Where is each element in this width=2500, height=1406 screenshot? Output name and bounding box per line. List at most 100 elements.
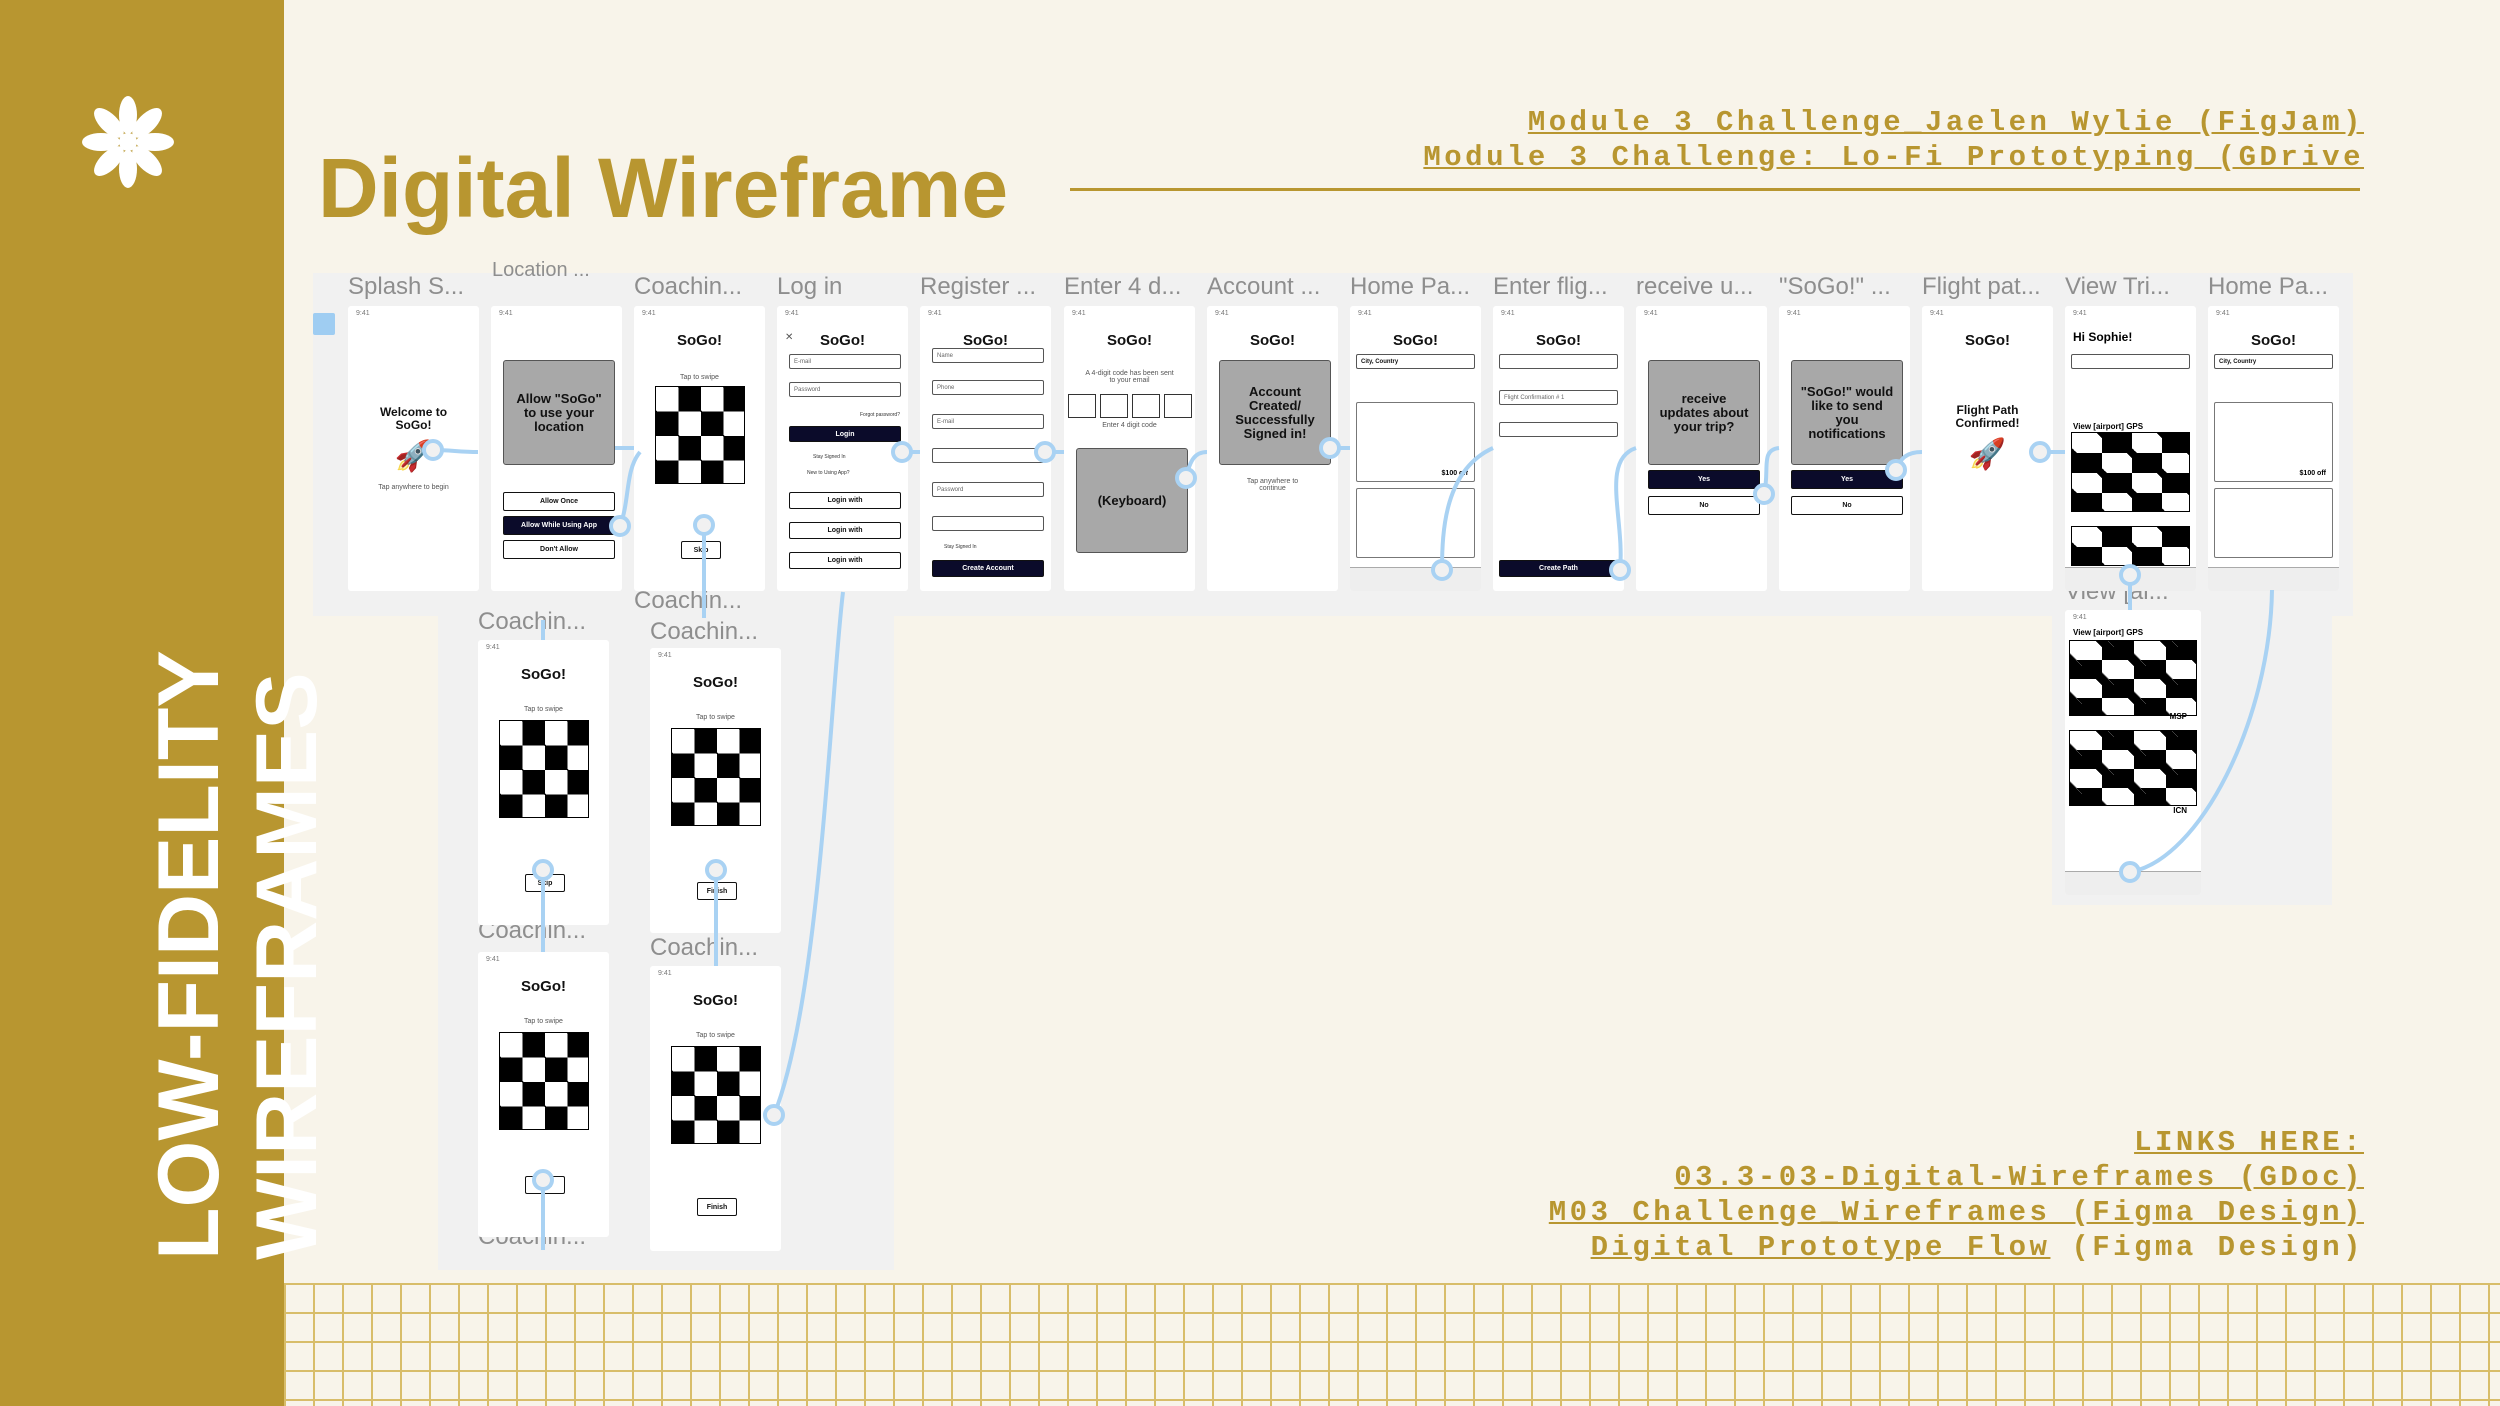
password-field[interactable]: Password bbox=[789, 382, 901, 397]
yes-button[interactable]: Yes bbox=[1648, 470, 1760, 489]
enter-code-label: Enter 4 digit code bbox=[1102, 422, 1157, 429]
account-created-message: Account Created/ Successfully Signed in! bbox=[1219, 360, 1331, 465]
password-field[interactable]: Password bbox=[932, 482, 1044, 497]
flight-confirmation-field[interactable]: Flight Confirmation # 1 bbox=[1499, 390, 1618, 405]
rocket-icon: 🚀 bbox=[1968, 438, 2007, 471]
page-title: Digital Wireframe bbox=[318, 141, 1009, 235]
title-rule bbox=[1070, 188, 2360, 191]
frame-receive-updates[interactable]: 9:41 receive updates about your trip? Ye… bbox=[1636, 306, 1767, 591]
yes-button[interactable]: Yes bbox=[1791, 470, 1903, 489]
login-button[interactable]: Login bbox=[789, 426, 901, 442]
status-time: 9:41 bbox=[2073, 310, 2087, 317]
status-time: 9:41 bbox=[356, 310, 370, 317]
search-bar[interactable]: City, Country bbox=[2214, 354, 2333, 369]
search-bar[interactable] bbox=[2071, 354, 2190, 369]
airport-code-icn: ICN bbox=[2173, 806, 2187, 815]
frame-view-gps[interactable]: 9:41 View [airport] GPS MSP ICN bbox=[2065, 610, 2201, 895]
frame-label: Location ... bbox=[492, 259, 590, 281]
email-field[interactable]: E-mail bbox=[789, 354, 901, 369]
create-path-button[interactable]: Create Path bbox=[1499, 560, 1618, 577]
forgot-password-link[interactable]: Forgot password? bbox=[859, 412, 900, 418]
skip-button[interactable]: Skip bbox=[525, 874, 565, 892]
prototype-start-icon[interactable] bbox=[313, 313, 335, 335]
bottom-nav bbox=[2065, 871, 2201, 895]
deal-card[interactable] bbox=[2214, 488, 2333, 558]
search-bar[interactable]: City, Country bbox=[1356, 354, 1475, 369]
image-placeholder bbox=[499, 720, 589, 818]
finish-button[interactable]: Finish bbox=[697, 1198, 737, 1216]
skip-button[interactable]: Skip bbox=[681, 541, 721, 559]
frame-coaching-4[interactable]: 9:41 SoGo! Tap to swipe Finish bbox=[650, 648, 781, 933]
finish-button[interactable]: Finish bbox=[697, 882, 737, 900]
phone-field[interactable]: Phone bbox=[932, 380, 1044, 395]
rocket-icon: 🚀 bbox=[394, 440, 433, 473]
stay-signed-in[interactable]: Stay Signed In bbox=[944, 544, 977, 550]
frame-view-trip[interactable]: 9:41 Hi Sophie! View [airport] GPS bbox=[2065, 306, 2196, 591]
deal-card[interactable]: $100 off bbox=[1356, 402, 1475, 482]
tap-to-swipe: Tap to swipe bbox=[696, 1032, 735, 1039]
reservation-field[interactable] bbox=[1499, 422, 1618, 437]
greeting: Hi Sophie! bbox=[2073, 330, 2133, 344]
frame-coaching-2[interactable]: 9:41 SoGo! Tap to swipe Skip bbox=[478, 640, 609, 925]
login-facebook-button[interactable]: Login with bbox=[789, 492, 901, 509]
dont-allow-button[interactable]: Don't Allow bbox=[503, 540, 615, 559]
sogo-logo: SoGo! bbox=[693, 992, 738, 1009]
deal-price: $100 off bbox=[1441, 470, 1468, 477]
frame-label: Coachin... bbox=[650, 618, 759, 645]
close-icon[interactable]: ✕ bbox=[785, 332, 794, 343]
frame-path-confirmed[interactable]: 9:41 SoGo! Flight Path Confirmed! 🚀 bbox=[1922, 306, 2053, 591]
frame-register[interactable]: 9:41 SoGo! Name Phone E-mail Password St… bbox=[920, 306, 1051, 591]
notifications-prompt: "SoGo!" would like to send you notificat… bbox=[1791, 360, 1903, 465]
link-prototype-row: Digital Prototype Flow (Figma Design) bbox=[1591, 1231, 2364, 1264]
link-prototype-flow[interactable]: Digital Prototype Flow bbox=[1590, 1231, 2051, 1264]
frame-coaching-3[interactable]: 9:41 SoGo! Tap to swipe Skip bbox=[478, 952, 609, 1237]
location-prompt: Allow "SoGo" to use your location bbox=[503, 360, 615, 465]
code-digit-box[interactable] bbox=[1132, 394, 1160, 418]
allow-while-using-button[interactable]: Allow While Using App bbox=[503, 516, 615, 535]
splash-subtitle: Tap anywhere to begin bbox=[378, 484, 449, 491]
code-digit-box[interactable] bbox=[1100, 394, 1128, 418]
sogo-logo: SoGo! bbox=[963, 332, 1008, 349]
link-gdrive[interactable]: Module 3 Challenge: Lo-Fi Prototyping (G… bbox=[1423, 141, 2364, 174]
email-field[interactable]: E-mail bbox=[932, 414, 1044, 429]
frame-coaching-5[interactable]: 9:41 SoGo! Tap to swipe Finish bbox=[650, 966, 781, 1251]
sogo-logo: SoGo! bbox=[521, 978, 566, 995]
frame-enter-flight[interactable]: 9:41 SoGo! Flight Confirmation # 1 Creat… bbox=[1493, 306, 1624, 591]
password-confirm-field[interactable] bbox=[932, 516, 1044, 531]
frame-location[interactable]: 9:41 Allow "SoGo" to use your location A… bbox=[491, 306, 622, 591]
sogo-logo: SoGo! bbox=[1393, 332, 1438, 349]
tap-to-swipe: Tap to swipe bbox=[524, 1018, 563, 1025]
frame-enter-code[interactable]: 9:41 SoGo! A 4-digit code has been sent … bbox=[1064, 306, 1195, 591]
login-apple-button[interactable]: Login with bbox=[789, 522, 901, 539]
stay-signed-in[interactable]: Stay Signed In bbox=[813, 454, 846, 460]
frame-notifications[interactable]: 9:41 "SoGo!" would like to send you noti… bbox=[1779, 306, 1910, 591]
create-account-button[interactable]: Create Account bbox=[932, 560, 1044, 577]
frame-label: Coachin... bbox=[634, 273, 743, 300]
frame-coaching[interactable]: 9:41 SoGo! Tap to swipe Skip bbox=[634, 306, 765, 591]
frame-label: Home Pa... bbox=[1350, 273, 1471, 300]
allow-once-button[interactable]: Allow Once bbox=[503, 492, 615, 511]
deal-card[interactable]: $100 off bbox=[2214, 402, 2333, 482]
status-time: 9:41 bbox=[2216, 310, 2230, 317]
no-button[interactable]: No bbox=[1648, 496, 1760, 515]
link-gdoc[interactable]: 03.3-03-Digital-Wireframes (GDoc) bbox=[1674, 1161, 2364, 1194]
email-confirm-field[interactable] bbox=[932, 448, 1044, 463]
frame-home-2[interactable]: 9:41 SoGo! City, Country $100 off bbox=[2208, 306, 2339, 591]
frame-login[interactable]: 9:41 ✕ SoGo! E-mail Password Forgot pass… bbox=[777, 306, 908, 591]
link-figma-wireframes[interactable]: M03 Challenge_Wireframes (Figma Design) bbox=[1548, 1196, 2364, 1229]
frame-splash[interactable]: 9:41 Welcome to SoGo! 🚀 Tap anywhere to … bbox=[348, 306, 479, 591]
frame-account-created[interactable]: 9:41 SoGo! Account Created/ Successfully… bbox=[1207, 306, 1338, 591]
vertical-title-line-1: LOW-FIDELITY bbox=[141, 650, 237, 1260]
login-google-button[interactable]: Login with bbox=[789, 552, 901, 569]
destination-field[interactable] bbox=[1499, 354, 1618, 369]
skip-button[interactable]: Skip bbox=[525, 1176, 565, 1194]
code-digit-box[interactable] bbox=[1164, 394, 1192, 418]
sogo-logo: SoGo! bbox=[521, 666, 566, 683]
code-digit-box[interactable] bbox=[1068, 394, 1096, 418]
link-figjam[interactable]: Module 3 Challenge_Jaelen Wylie (FigJam) bbox=[1527, 106, 2364, 139]
deal-card[interactable] bbox=[1356, 488, 1475, 558]
no-button[interactable]: No bbox=[1791, 496, 1903, 515]
name-field[interactable]: Name bbox=[932, 348, 1044, 363]
status-time: 9:41 bbox=[486, 644, 500, 651]
frame-home[interactable]: 9:41 SoGo! City, Country $100 off bbox=[1350, 306, 1481, 591]
